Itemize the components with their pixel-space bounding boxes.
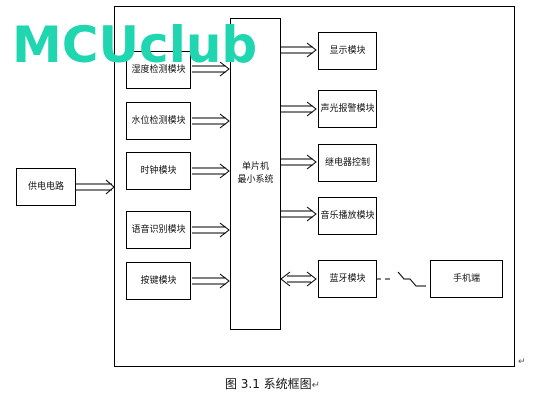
phone-label: 手机端 <box>452 273 480 284</box>
music-module-block: 音乐播放模块 <box>318 197 377 235</box>
output-arrow-relay <box>281 154 317 170</box>
humidity-module-block: 湿度检测模块 <box>126 51 191 89</box>
output-arrow-alarm <box>281 101 317 117</box>
output-arrow-music <box>281 206 317 222</box>
bidirectional-arrow-bluetooth <box>280 271 317 287</box>
keys-module-label: 按键模块 <box>140 275 177 286</box>
bluetooth-module-label: 蓝牙模块 <box>329 273 366 284</box>
system-frame <box>114 6 515 367</box>
output-arrow-display <box>281 42 317 58</box>
relay-control-label: 继电器控制 <box>324 157 370 168</box>
voice-recognition-module-block: 语音识别模块 <box>126 211 191 249</box>
input-arrow-humidity <box>192 61 230 77</box>
water-level-module-block: 水位检测模块 <box>126 102 191 140</box>
keys-module-block: 按键模块 <box>126 262 191 300</box>
phone-block: 手机端 <box>430 260 503 298</box>
input-arrow-water-level <box>192 113 230 129</box>
input-arrow-voice <box>192 222 230 238</box>
mcu-minimum-system-label: 单片机 最小系统 <box>237 162 274 185</box>
caption-paragraph-mark: ↵ <box>311 380 321 391</box>
wireless-link <box>376 271 428 287</box>
alarm-module-label: 声光报警模块 <box>320 103 375 114</box>
clock-module-label: 时钟模块 <box>140 165 177 176</box>
music-module-label: 音乐播放模块 <box>320 210 375 221</box>
clock-module-block: 时钟模块 <box>126 152 191 190</box>
input-arrow-clock <box>192 163 230 179</box>
voice-recognition-module-label: 语音识别模块 <box>131 224 186 235</box>
relay-control-block: 继电器控制 <box>318 144 377 182</box>
mcuclub-watermark: MCUclub <box>12 16 258 74</box>
power-supply-block: 供电电路 <box>16 168 76 206</box>
input-arrow-keys <box>192 273 230 289</box>
display-module-block: 显示模块 <box>318 32 377 70</box>
power-arrow <box>76 179 115 195</box>
humidity-module-label: 湿度检测模块 <box>131 64 186 75</box>
water-level-module-label: 水位检测模块 <box>131 115 186 126</box>
bluetooth-module-block: 蓝牙模块 <box>318 260 377 298</box>
display-module-label: 显示模块 <box>329 45 366 56</box>
alarm-module-block: 声光报警模块 <box>318 90 377 128</box>
figure-caption-text: 图 3.1 系统框图 <box>224 377 312 391</box>
figure-caption: 图 3.1 系统框图↵ <box>0 375 545 392</box>
power-supply-label: 供电电路 <box>27 181 64 192</box>
mcu-minimum-system-block: 单片机 最小系统 <box>230 18 281 330</box>
paragraph-mark: ↵ <box>518 357 526 367</box>
